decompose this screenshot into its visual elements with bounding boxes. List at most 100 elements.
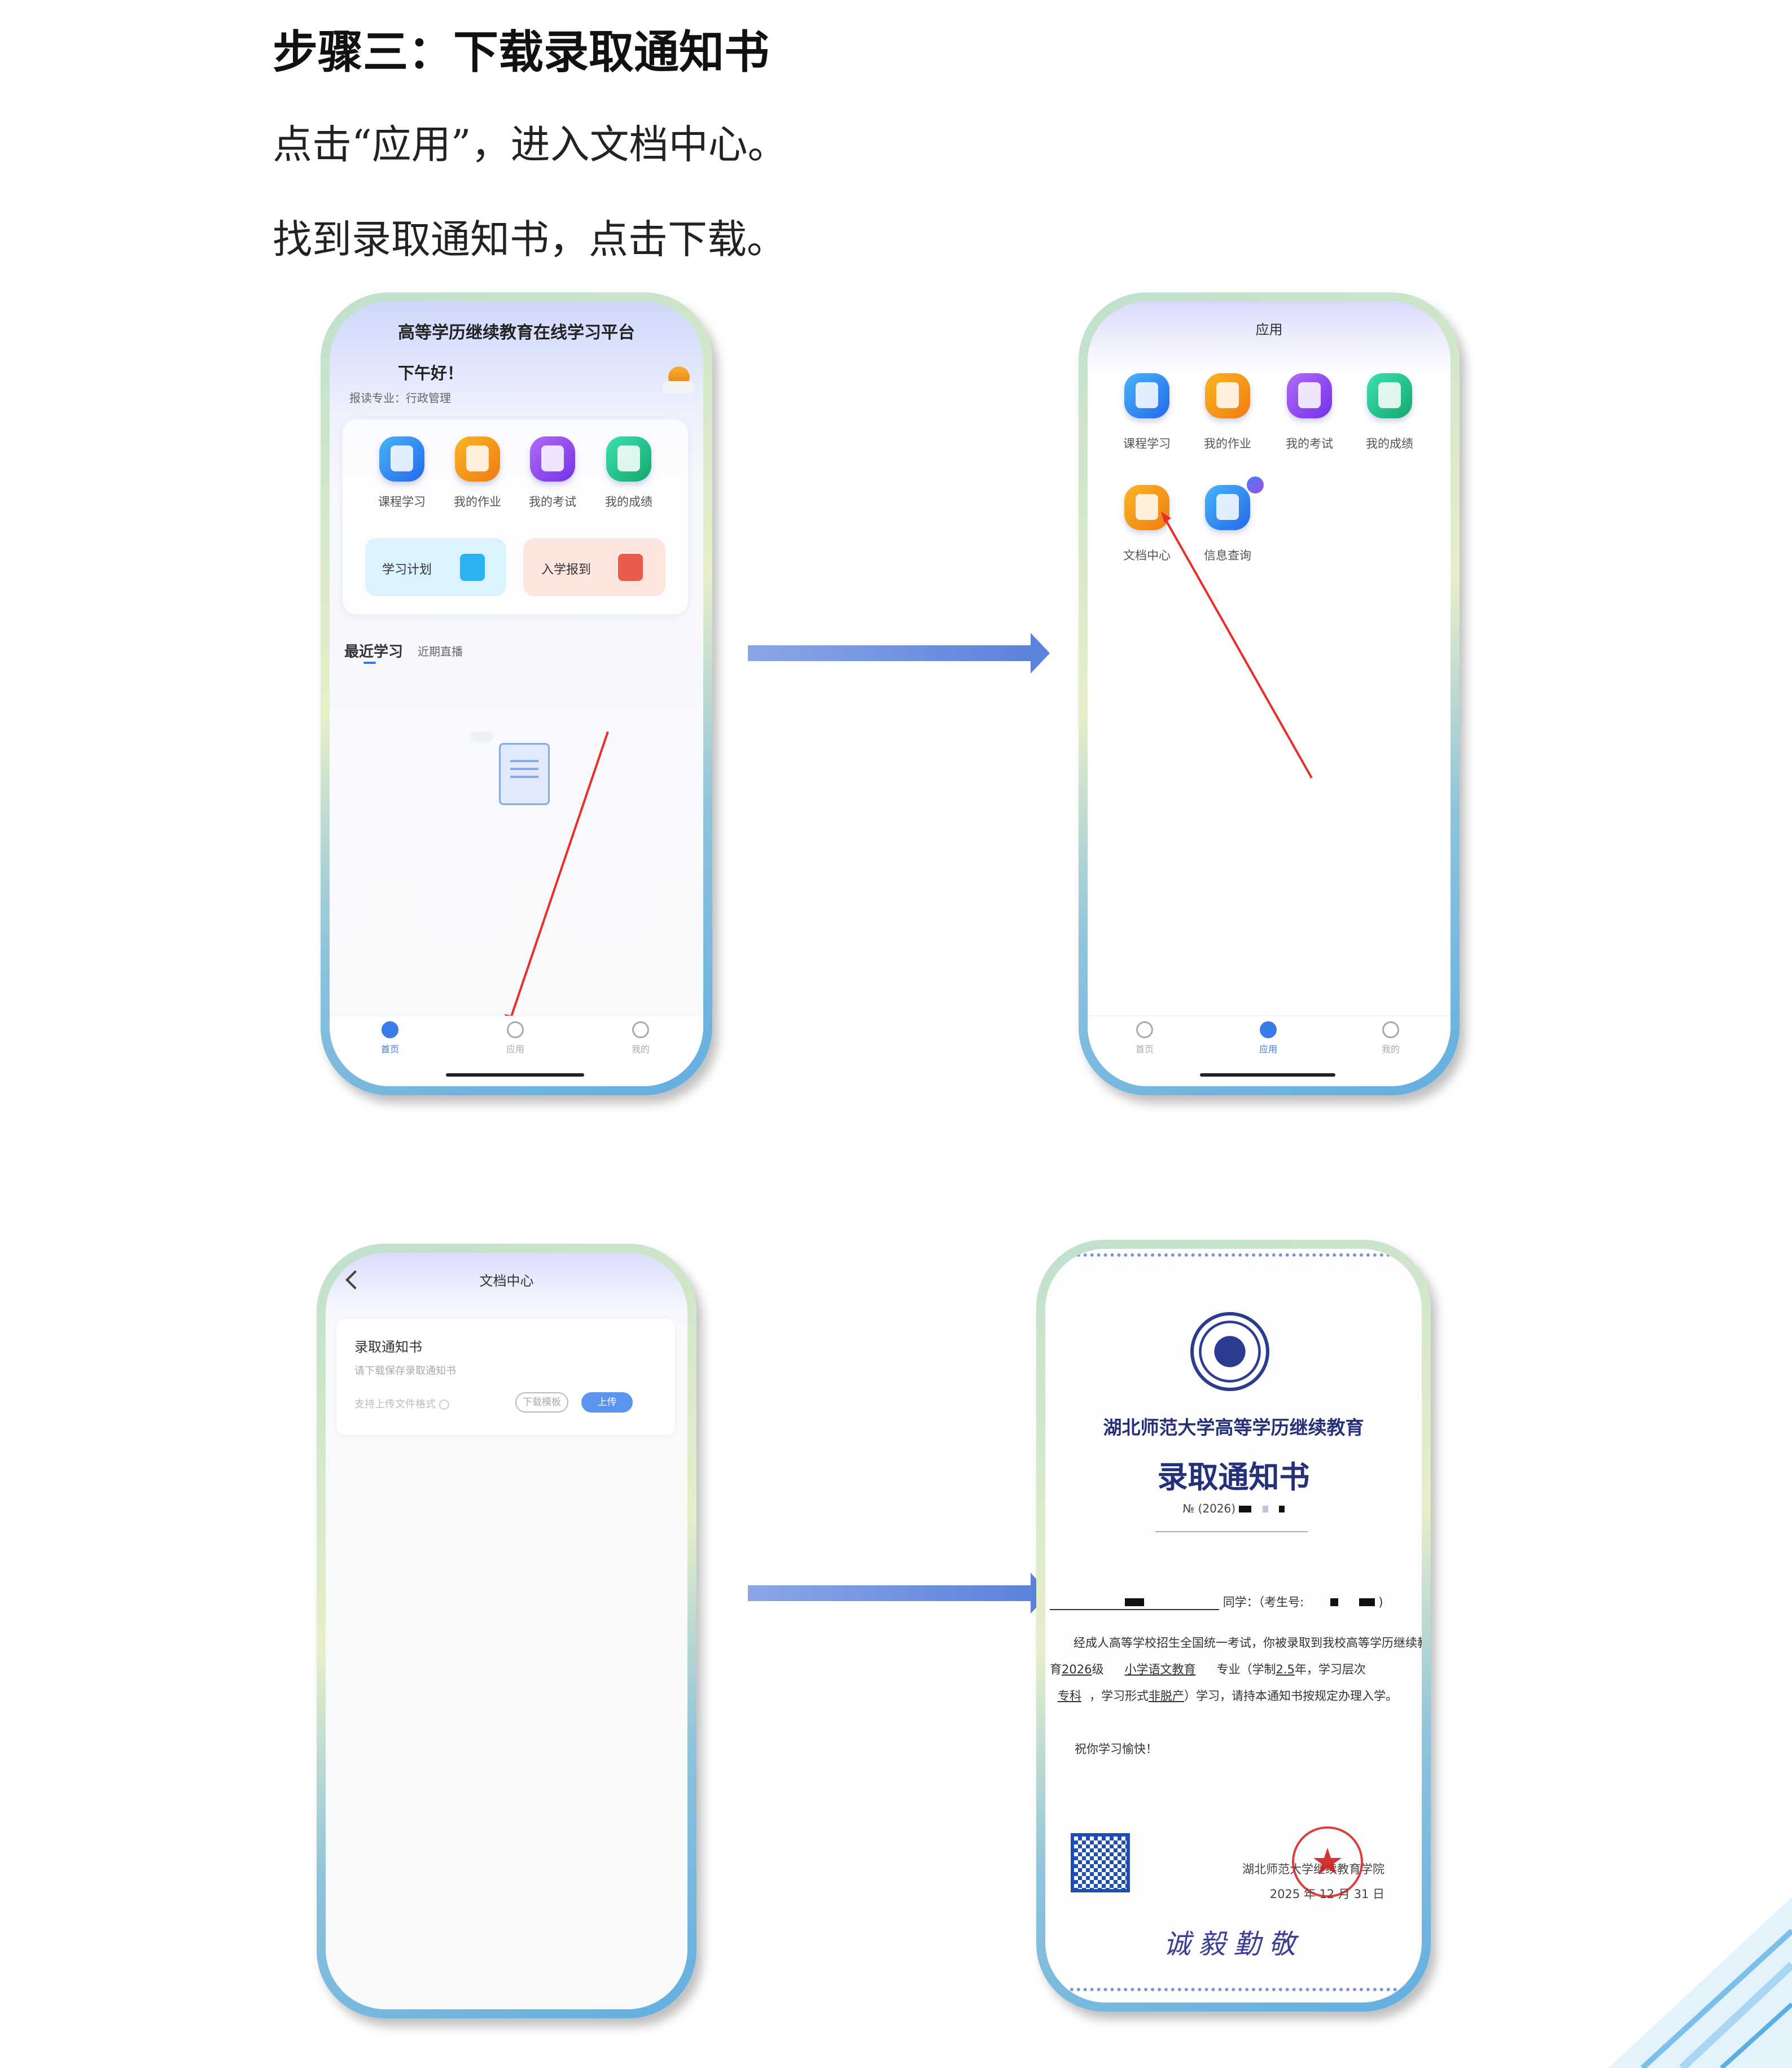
certificate-number: № (2026): [1045, 1502, 1422, 1515]
level-value: 专科: [1058, 1689, 1081, 1703]
wish-text: 祝你学习愉快！: [1075, 1742, 1158, 1756]
major-text: 报读专业：行政管理: [349, 391, 451, 405]
card-subtitle: 请下载保存录取通知书: [354, 1365, 456, 1377]
score-icon[interactable]: [606, 436, 651, 482]
tab-recent-study[interactable]: 最近学习: [344, 644, 404, 661]
app-label[interactable]: 我的成绩: [605, 495, 652, 509]
page-title: 应用: [1255, 322, 1283, 338]
institution-name: 湖北师范大学高等学历继续教育: [1103, 1416, 1364, 1439]
tab-live[interactable]: 近期直播: [418, 645, 463, 658]
decorative-border: [1057, 1253, 1410, 1257]
apps-icon: [506, 1021, 524, 1038]
app-label[interactable]: 我的作业: [1204, 437, 1251, 451]
phone-document-center: 文档中心 录取通知书 请下载保存录取通知书 支持上传文件格式 下载模板 上传: [317, 1244, 696, 2018]
info-query-icon[interactable]: [1205, 485, 1250, 530]
upload-button[interactable]: 上传: [581, 1392, 633, 1413]
flow-arrow: [748, 633, 1050, 674]
plan-icon: [460, 554, 485, 581]
phone-apps-screen: 应用 课程学习 我的作业 我的考试 我的成绩 文档中心 信息查询 首页 应用 我…: [1079, 292, 1460, 1095]
profile-icon: [632, 1021, 649, 1038]
sun-cloud-icon: [663, 366, 694, 395]
app-label[interactable]: 我的作业: [454, 495, 501, 509]
admission-letter-card: 录取通知书 请下载保存录取通知书 支持上传文件格式 下载模板 上传: [336, 1319, 675, 1435]
app-label[interactable]: 我的考试: [529, 495, 576, 509]
step-heading: 步骤三：下载录取通知书: [273, 25, 769, 78]
home-indicator: [446, 1073, 584, 1077]
home-icon: [381, 1021, 398, 1038]
red-annotation-arrow: [505, 731, 609, 1026]
qr-code: [1071, 1833, 1130, 1892]
app-label[interactable]: 文档中心: [1123, 549, 1171, 562]
score-icon[interactable]: [1367, 373, 1412, 418]
document-center-icon[interactable]: [1124, 485, 1169, 530]
active-tab-indicator: [363, 662, 376, 664]
enrollment-button[interactable]: 入学报到: [523, 538, 665, 596]
phone-admission-letter: 湖北师范大学高等学历继续教育 录取通知书 № (2026) 同学：（考生号: )…: [1036, 1240, 1431, 2012]
home-icon: [1136, 1021, 1153, 1038]
greeting: 下午好！: [398, 364, 464, 383]
tab-home[interactable]: 首页: [381, 1021, 399, 1055]
tab-label: 首页: [380, 1044, 400, 1055]
mode-value: 非脱产: [1149, 1689, 1184, 1703]
grade-value: 2026: [1062, 1663, 1092, 1676]
tab-label: 我的: [631, 1044, 650, 1055]
app-title: 高等学历继续教育在线学习平台: [398, 323, 635, 343]
link-badge-icon: [1247, 476, 1264, 493]
exam-icon[interactable]: [1287, 373, 1332, 418]
exam-icon[interactable]: [530, 436, 575, 482]
apps-icon: [1259, 1021, 1277, 1038]
app-label[interactable]: 课程学习: [378, 495, 426, 509]
flow-arrow: [748, 1573, 1050, 1614]
card-title: 录取通知书: [354, 1339, 422, 1355]
tab-label: 我的: [1381, 1044, 1400, 1055]
format-hint: 支持上传文件格式: [354, 1396, 449, 1411]
empty-clipboard-icon: [471, 732, 576, 811]
app-label[interactable]: 我的成绩: [1366, 437, 1413, 451]
enrollment-icon: [618, 554, 643, 581]
app-label[interactable]: 我的考试: [1286, 437, 1333, 451]
tab-mine[interactable]: 我的: [632, 1021, 650, 1055]
certificate-title: 录取通知书: [1157, 1459, 1310, 1495]
body-line-3: 专科，学习形式非脱产）学习，请持本通知书按规定办理入学。: [1050, 1687, 1397, 1704]
seal-star-icon: [1313, 1848, 1342, 1874]
format-hint-text: 支持上传文件格式: [354, 1398, 436, 1410]
home-indicator: [1200, 1073, 1335, 1077]
homework-icon[interactable]: [455, 436, 500, 482]
student-suffix: 同学：（考生号:: [1223, 1595, 1304, 1609]
help-icon[interactable]: [439, 1400, 449, 1410]
tab-home[interactable]: 首页: [1136, 1021, 1154, 1055]
tab-mine[interactable]: 我的: [1382, 1021, 1400, 1055]
instruction-1: 点击“应用”，进入文档中心。: [273, 121, 787, 168]
instruction-2: 找到录取通知书，点击下载。: [273, 216, 786, 263]
number-prefix: № (2026): [1182, 1502, 1236, 1515]
enrollment-label: 入学报到: [541, 563, 592, 577]
body-line-2: 育2026级小学语文教育专业（学制2.5年，学习层次: [1050, 1660, 1366, 1677]
tab-apps[interactable]: 应用: [1259, 1021, 1277, 1055]
app-label[interactable]: 信息查询: [1204, 549, 1251, 562]
decorative-corner-stripes: [1609, 1897, 1792, 2068]
years-value: 2.5: [1276, 1663, 1295, 1676]
official-seal: [1292, 1826, 1363, 1898]
red-annotation-arrow: [1161, 511, 1313, 779]
app-label[interactable]: 课程学习: [1123, 437, 1171, 451]
major-value: 小学语文教育: [1124, 1663, 1196, 1676]
download-template-button[interactable]: 下载模板: [515, 1392, 568, 1413]
homework-icon[interactable]: [1205, 373, 1250, 418]
ornament-divider: [1155, 1531, 1308, 1532]
course-study-icon[interactable]: [379, 436, 424, 482]
profile-icon: [1382, 1021, 1399, 1038]
body-line-1: 经成人高等学校招生全国统一考试，你被录取到我校高等学历继续教: [1074, 1636, 1422, 1650]
decorative-border: [1057, 1988, 1410, 1991]
study-plan-label: 学习计划: [382, 563, 432, 577]
motto: 诚毅勤敬: [1163, 1929, 1304, 1960]
phone-home-screen: 高等学历继续教育在线学习平台 下午好！ 报读专业：行政管理 课程学习 我的作业 …: [321, 292, 712, 1095]
quick-menu-card: 课程学习 我的作业 我的考试 我的成绩 学习计划 入学报到: [343, 419, 688, 614]
tab-label: 应用: [506, 1044, 525, 1055]
tab-label: 首页: [1135, 1044, 1154, 1055]
course-study-icon[interactable]: [1124, 373, 1169, 418]
university-logo: [1190, 1312, 1269, 1391]
tab-label: 应用: [1259, 1044, 1278, 1055]
page-title: 文档中心: [479, 1273, 534, 1289]
tab-apps[interactable]: 应用: [506, 1021, 524, 1055]
study-plan-button[interactable]: 学习计划: [365, 538, 506, 596]
